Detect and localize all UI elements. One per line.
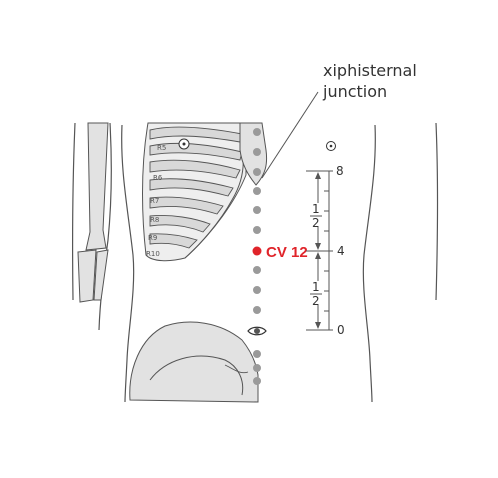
acupoint-dot [253, 286, 261, 294]
annotation-line1: xiphisternal [323, 61, 417, 80]
rib-label: R10 [146, 250, 160, 258]
acupoint-dot [253, 168, 261, 176]
left-nipple-icon [178, 138, 190, 150]
fraction-upper-numerator: 1 [312, 202, 320, 216]
acupoint-dot [253, 128, 261, 136]
fraction-lower-denominator: 2 [312, 294, 320, 308]
scale-label-middle: 4 [337, 244, 345, 258]
rib-label: R6 [153, 174, 163, 182]
pelvis [129, 321, 259, 403]
rib-label: R8 [150, 216, 159, 224]
acupoint-dot [253, 266, 261, 274]
acupoint-dot [253, 350, 261, 358]
acupoint-dot [253, 148, 261, 156]
annotation-leader-line [261, 91, 319, 179]
rib-label: R5 [157, 144, 166, 152]
cv12-label: CV 12 [266, 244, 308, 261]
fraction-upper-denominator: 2 [312, 216, 320, 230]
scale-label-bottom: 0 [337, 323, 345, 337]
acupoint-dot [253, 206, 261, 214]
acupoint-dot [253, 187, 261, 195]
left-humerus [77, 122, 109, 303]
fraction-lower: 1 2 [309, 280, 323, 308]
navel-icon [247, 326, 267, 336]
torso-outline [72, 122, 439, 403]
rib-label: R9 [148, 234, 157, 242]
rib-label: R7 [150, 197, 159, 205]
scale-arrowheads [315, 172, 321, 329]
acupoint-dot [253, 364, 261, 372]
acupoint-dot [253, 226, 261, 234]
fraction-lower-numerator: 1 [312, 280, 320, 294]
annotation-line2: junction [322, 82, 387, 101]
conception-vessel-points [253, 128, 261, 385]
rib-labels: R5 R6 R7 R8 R9 R10 [146, 144, 166, 258]
acupoint-dot [253, 306, 261, 314]
scale-label-top: 8 [336, 164, 344, 178]
right-nipple-icon [326, 141, 336, 151]
acupoint-dot [253, 377, 261, 385]
fraction-upper: 1 2 [309, 202, 323, 230]
cv12-point [252, 246, 262, 256]
